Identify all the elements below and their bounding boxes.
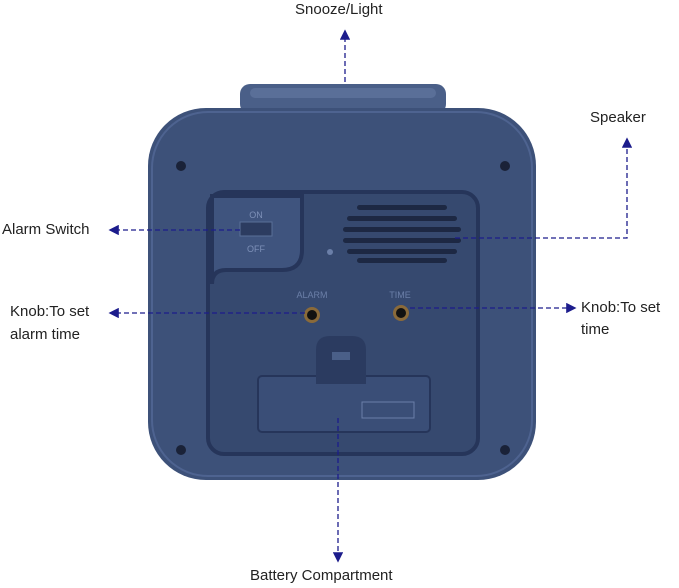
switch-on-marking: ON: [249, 210, 263, 220]
alarm-switch-label: Alarm Switch: [2, 221, 90, 238]
speaker-arrow: [455, 137, 633, 239]
screw: [500, 445, 510, 455]
speaker-label: Speaker: [590, 109, 646, 126]
switch-recess: [210, 194, 304, 285]
alarm-knob-label-line2: alarm time: [10, 326, 81, 343]
battery-door: [257, 375, 431, 433]
alarm-switch: [239, 221, 273, 237]
screw: [176, 445, 186, 455]
screw: [176, 161, 186, 171]
alarm-knob-marking: ALARM: [296, 290, 327, 300]
screw: [500, 161, 510, 171]
time-knob-marking: TIME: [389, 290, 411, 300]
time-knob-label-line2: time: [581, 321, 610, 338]
time-knob-label-line1: Knob:To set: [581, 299, 661, 316]
alarm-knob-label-line1: Knob:To set: [10, 303, 90, 320]
battery-compartment-label: Battery Compartment: [250, 567, 393, 584]
snooze-light-label: Snooze/Light: [295, 1, 383, 18]
speaker-grille: [343, 205, 461, 263]
switch-off-marking: OFF: [247, 244, 265, 254]
